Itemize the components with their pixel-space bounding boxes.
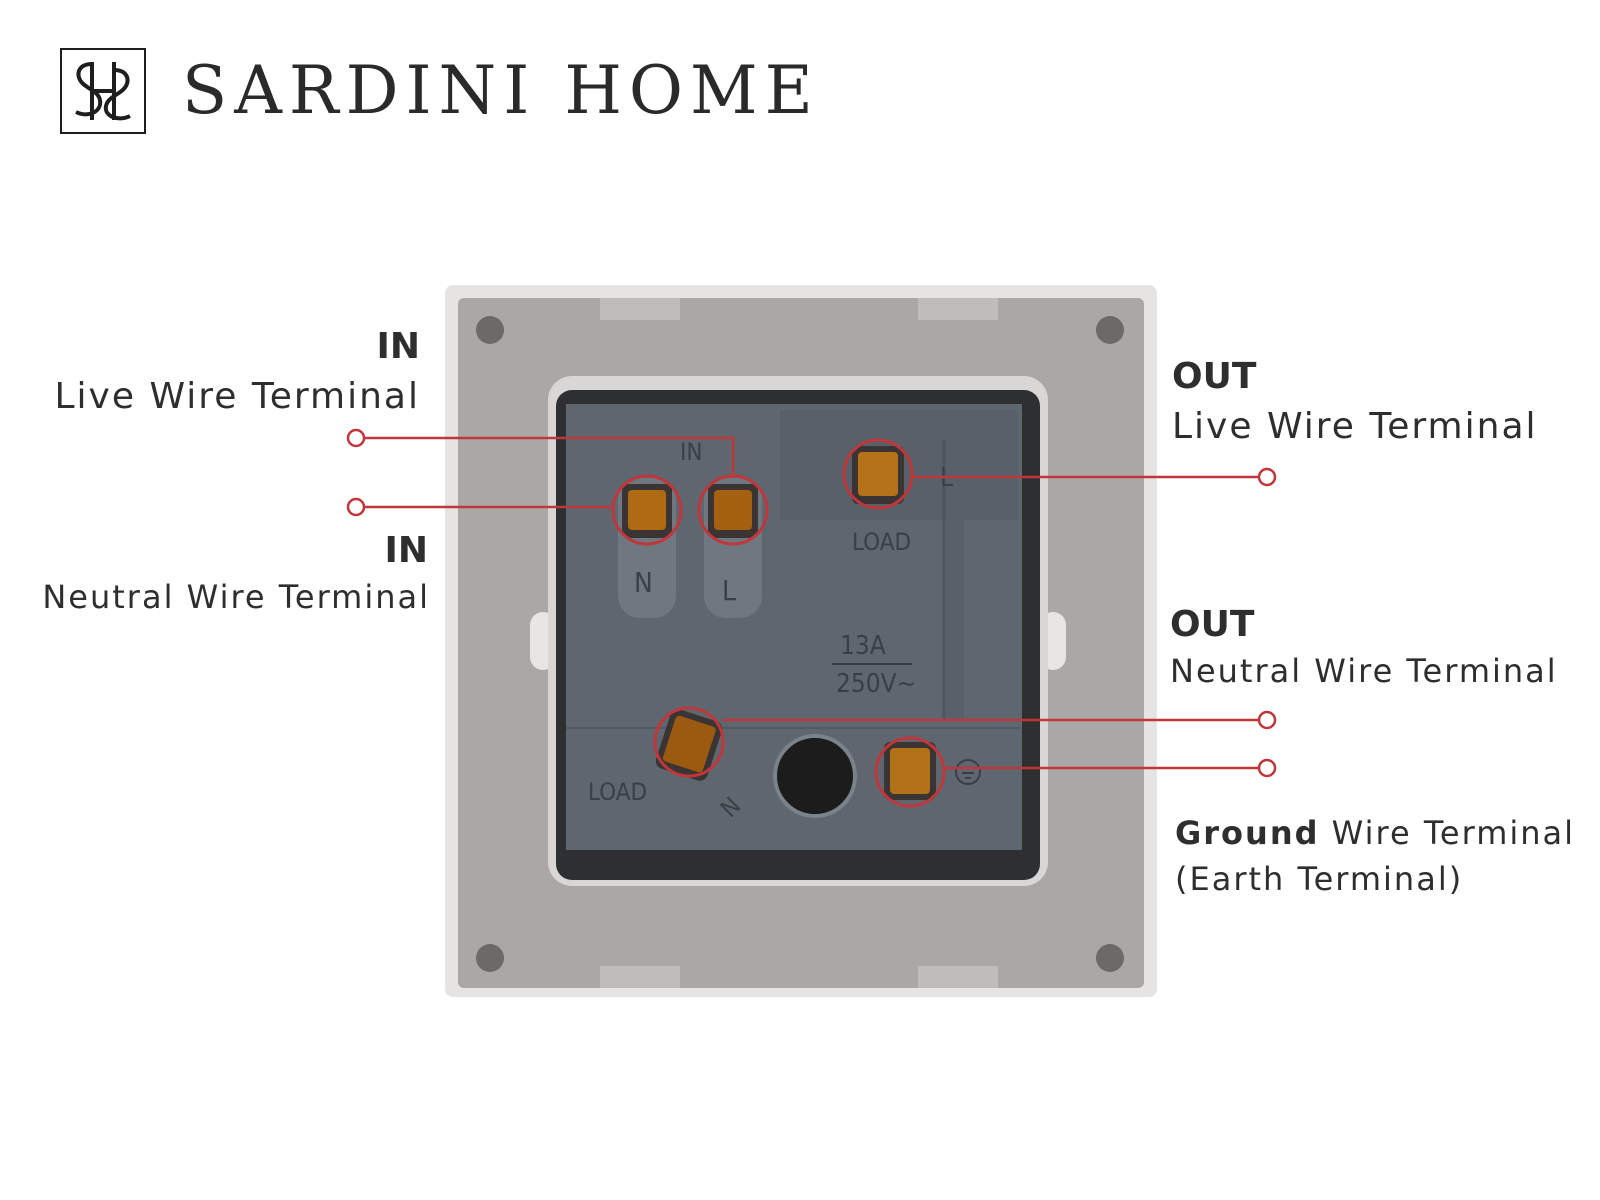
callout-ring-earth bbox=[874, 736, 946, 808]
ground-label: Ground Wire Terminal bbox=[1175, 814, 1575, 852]
out-neutral-heading: OUT bbox=[1170, 604, 1255, 645]
in-live-heading: IN bbox=[376, 326, 420, 367]
terminal-in-l bbox=[714, 490, 752, 530]
screw-hole-icon bbox=[1096, 316, 1124, 344]
cable-hole bbox=[775, 736, 855, 816]
marking-rating-current: 13A bbox=[840, 631, 886, 661]
logo bbox=[60, 48, 146, 134]
terminal-load-n bbox=[662, 715, 716, 773]
callout-ring-out-l bbox=[842, 438, 914, 510]
brand-name: SARDINI HOME bbox=[182, 52, 820, 129]
endpoint-dot-icon bbox=[1257, 758, 1277, 778]
terminal-in-n bbox=[628, 490, 666, 530]
callout-ring-in-n bbox=[611, 474, 683, 546]
marking-n: N bbox=[634, 566, 653, 599]
in-neutral-heading: IN bbox=[384, 530, 428, 571]
in-neutral-text: Neutral Wire Terminal bbox=[42, 578, 430, 616]
ground-line2: (Earth Terminal) bbox=[1175, 860, 1464, 898]
endpoint-dot-icon bbox=[346, 497, 366, 517]
terminal-load-l bbox=[858, 452, 898, 496]
callout-ring-out-n bbox=[653, 706, 725, 778]
leader-in-live bbox=[365, 436, 735, 476]
screw-hole-icon bbox=[476, 944, 504, 972]
terminal-earth bbox=[890, 748, 930, 794]
ground-bold: Ground bbox=[1175, 814, 1320, 852]
screw-hole-icon bbox=[1096, 944, 1124, 972]
logo-monogram-icon bbox=[75, 62, 131, 121]
marking-l: L bbox=[722, 574, 736, 607]
endpoint-dot-icon bbox=[1257, 710, 1277, 730]
marking-load-bottom: LOAD bbox=[588, 778, 647, 806]
marking-in: IN bbox=[680, 438, 703, 466]
out-live-text: Live Wire Terminal bbox=[1172, 406, 1538, 447]
out-live-heading: OUT bbox=[1172, 356, 1257, 397]
screw-hole-icon bbox=[476, 316, 504, 344]
ground-text: Wire Terminal bbox=[1319, 814, 1576, 852]
marking-rating-voltage: 250V~ bbox=[836, 669, 916, 699]
endpoint-dot-icon bbox=[346, 428, 366, 448]
in-live-text: Live Wire Terminal bbox=[54, 376, 420, 417]
marking-load-top: LOAD bbox=[852, 528, 911, 556]
endpoint-dot-icon bbox=[1257, 467, 1277, 487]
out-neutral-text: Neutral Wire Terminal bbox=[1170, 652, 1558, 690]
